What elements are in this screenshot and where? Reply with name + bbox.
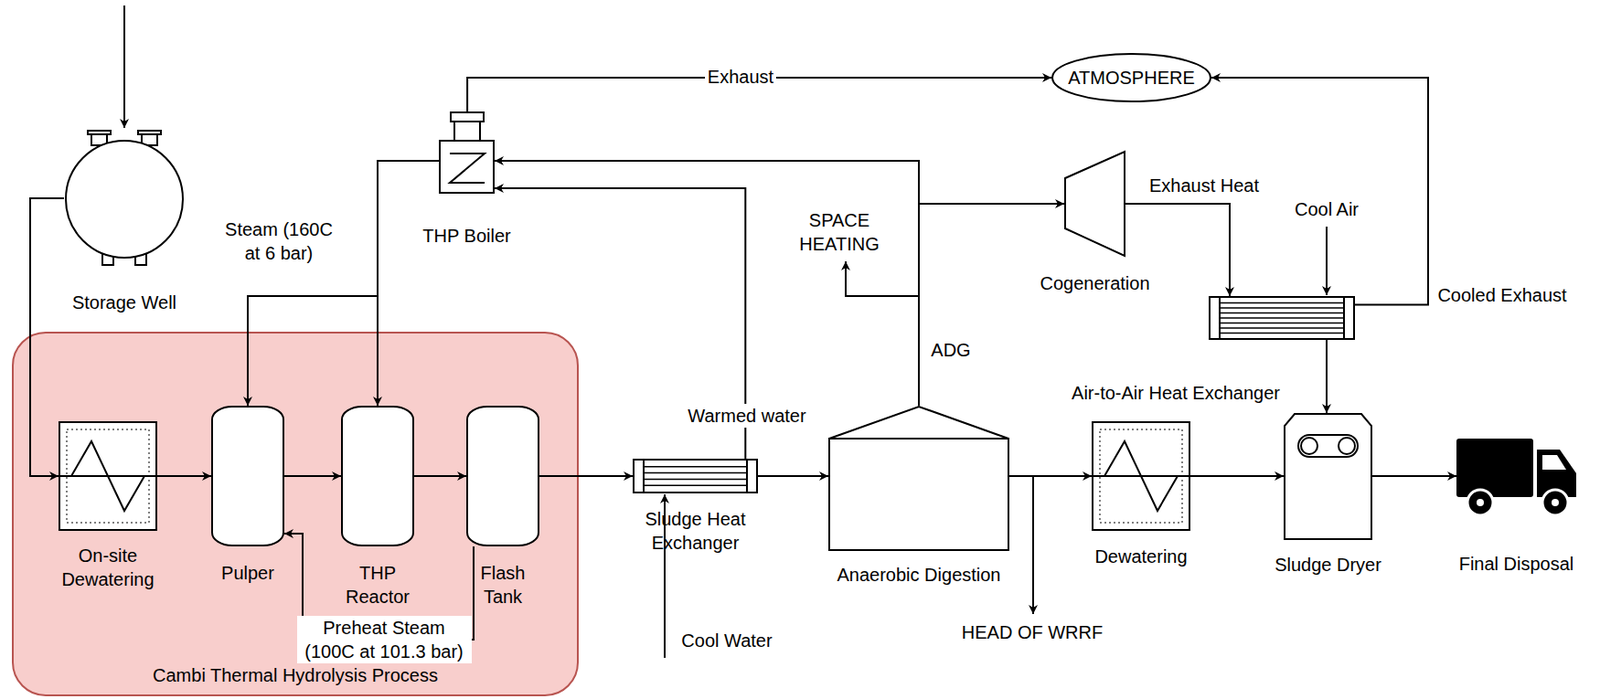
node-label: ATMOSPHERE <box>1067 65 1195 90</box>
tank-shape <box>64 129 185 267</box>
flow-connector <box>1325 340 1328 414</box>
node-label: Flash Tank <box>466 561 540 609</box>
inflow-arrow <box>123 5 126 128</box>
flow-endpoint-label: Cool Water <box>681 629 772 653</box>
dig-node: Anaerobic Digestion <box>828 405 1010 552</box>
return-arrow <box>1032 476 1035 615</box>
node-label: Dewatering <box>1094 544 1187 569</box>
node-label: Storage Well <box>72 290 177 315</box>
node-label: Sludge Heat Exchanger <box>631 507 760 555</box>
node-label: Sludge Dryer <box>1274 553 1382 577</box>
band-node: Cambi Thermal Hydrolysis Process On-site … <box>11 331 579 697</box>
flow-connector <box>539 475 633 478</box>
dryer-shape <box>1283 413 1373 541</box>
dewater-node: On-site Dewatering <box>58 421 158 532</box>
boiler-shape <box>438 111 495 194</box>
edge-label: Warmed water <box>684 404 809 428</box>
trap-shape <box>1064 150 1126 257</box>
flow-endpoint-label: SPACE HEATING <box>789 208 890 256</box>
edge-label: Cooled Exhaust <box>1434 283 1569 308</box>
flow-connector <box>757 475 829 478</box>
node-label: Anaerobic Digestion <box>837 563 1002 587</box>
flow-connector <box>1190 475 1284 478</box>
flow-connector <box>1372 475 1457 478</box>
space-heating-arrow <box>845 261 919 297</box>
a2a-node: Air-to-Air Heat Exchanger <box>1208 296 1355 341</box>
node-label: Final Disposal <box>1459 552 1575 576</box>
node-label: THP Boiler <box>422 224 511 248</box>
flow-connector <box>414 475 467 478</box>
flow-connector <box>284 475 342 478</box>
dig-shape <box>828 405 1010 552</box>
trap-node: Cogeneration <box>1064 150 1126 257</box>
cool-air-arrow <box>1325 226 1328 296</box>
flow-connector <box>918 203 1065 406</box>
a2a-shape <box>1208 296 1355 341</box>
cyl-node: Pulper <box>211 405 285 547</box>
truck-shape <box>1456 435 1577 518</box>
tank-node: Storage Well <box>64 129 185 267</box>
node-label: THP Reactor <box>336 561 419 609</box>
cyl-shape <box>466 405 540 547</box>
edge-label: Steam (160C at 6 bar) <box>219 217 340 266</box>
truck-node: Final Disposal <box>1456 435 1577 518</box>
edge-label: ADG <box>928 338 973 363</box>
flow-connector <box>1009 475 1092 478</box>
flow-endpoint-label: Cool Air <box>1294 197 1359 222</box>
edge-label: Exhaust <box>704 64 777 89</box>
node-label: Cambi Thermal Hydrolysis Process <box>152 663 438 688</box>
node-label: Pulper <box>221 561 275 586</box>
cyl-node: Flash Tank <box>466 405 540 547</box>
cyl-shape <box>341 405 415 547</box>
node-label: Cogeneration <box>1039 271 1150 296</box>
edge-label: Preheat Steam (100C at 101.3 bar) <box>297 616 472 664</box>
hx-node: Sludge Heat Exchanger <box>632 458 758 494</box>
cyl-shape <box>211 405 285 547</box>
dewater-shape <box>1091 421 1191 532</box>
hx-shape <box>632 458 758 494</box>
flow-connector <box>157 475 212 478</box>
edge-label: Exhaust Heat <box>1146 173 1262 198</box>
cyl-node: THP Reactor <box>341 405 415 547</box>
boiler-node: THP Boiler <box>438 111 495 194</box>
flow-endpoint-label: HEAD OF WRRF <box>961 620 1103 645</box>
ellipse-node: ATMOSPHERE <box>1051 53 1212 103</box>
dewater-shape <box>58 421 158 532</box>
node-label: Air-to-Air Heat Exchanger <box>1071 381 1280 406</box>
node-label: On-site Dewatering <box>43 544 172 592</box>
dryer-node: Sludge Dryer <box>1283 413 1373 541</box>
dewater-node: Dewatering <box>1091 421 1191 532</box>
